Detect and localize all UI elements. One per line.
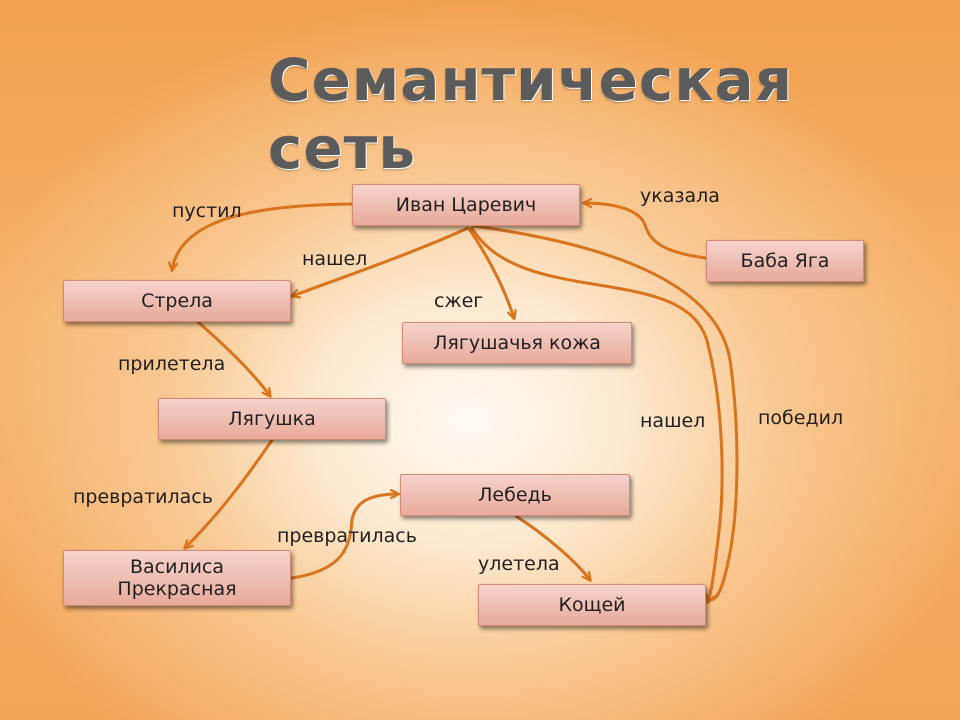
node-lyagushka: Лягушка — [158, 398, 386, 440]
label-prevratilas-vasilisa: превратилась — [73, 486, 213, 508]
edge-nashel-strela — [292, 226, 470, 296]
edge-pobedil — [472, 224, 739, 602]
edge-nashel-koshchei — [470, 226, 724, 602]
edge-prevratilas-vasilisa — [185, 438, 274, 548]
edge-szheg — [468, 228, 514, 318]
node-baba-yaga: Баба Яга — [706, 240, 864, 282]
label-pustil: пустил — [172, 200, 242, 222]
node-vasilisa-prekrasnaya: Василиса Прекрасная — [63, 550, 291, 606]
edge-ukazala — [584, 203, 708, 260]
edge-pustil — [172, 202, 354, 270]
label-prevratilas-lebed: превратилась — [277, 525, 417, 547]
label-priletela: прилетела — [118, 353, 226, 375]
label-uletela: улетела — [478, 553, 560, 575]
edge-uletela — [514, 514, 590, 580]
label-nashel-strela: нашел — [302, 248, 368, 270]
edge-priletela — [196, 320, 270, 396]
label-nashel-koshchei: нашел — [640, 410, 706, 432]
node-lyagushachya-kozha: Лягушачья кожа — [402, 322, 632, 364]
node-strela: Стрела — [63, 280, 291, 322]
node-ivan-tsarevich: Иван Царевич — [352, 184, 580, 226]
label-szheg: сжег — [434, 290, 484, 312]
node-koshchei: Кощей — [478, 584, 706, 626]
node-lebed: Лебедь — [400, 474, 630, 516]
label-ukazala: указала — [640, 185, 720, 207]
label-pobedil: победил — [758, 407, 844, 429]
slide-title: Семантическая сеть — [268, 46, 794, 182]
edge-prevratilas-lebed — [290, 494, 398, 580]
